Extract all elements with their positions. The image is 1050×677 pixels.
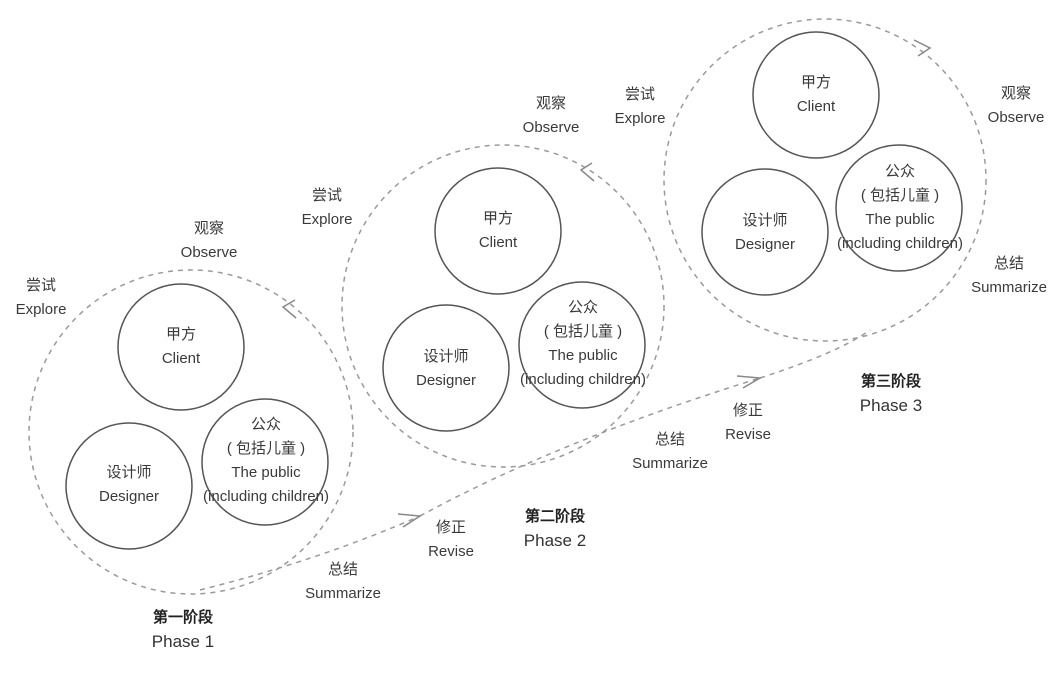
client-label: 甲方 Client bbox=[796, 74, 836, 115]
observe-label: 观察 Observe bbox=[180, 220, 238, 261]
revise-label: 修正 Revise bbox=[428, 519, 474, 560]
explore-label: 尝试 Explore bbox=[15, 277, 67, 318]
phase-3-loop bbox=[663, 18, 987, 342]
client-label: 甲方 Client bbox=[478, 210, 518, 251]
public-circle bbox=[518, 281, 646, 409]
summarize-label: 总结 Summarize bbox=[632, 431, 708, 472]
connector-phase-1-to-2 bbox=[199, 515, 421, 591]
public-circle bbox=[201, 398, 329, 526]
arrow-icon bbox=[397, 513, 423, 528]
revise-label: 修正 Revise bbox=[725, 402, 771, 443]
phase-1-loop bbox=[28, 269, 354, 595]
explore-label: 尝试 Explore bbox=[614, 86, 666, 127]
public-circle bbox=[835, 144, 963, 272]
connector-phase-2-to-3 bbox=[419, 377, 761, 517]
summarize-label: 总结 Summarize bbox=[971, 255, 1047, 296]
arrow-icon bbox=[281, 299, 297, 319]
arrow-icon bbox=[736, 375, 763, 389]
designer-circle bbox=[65, 422, 193, 550]
observe-label: 观察 Observe bbox=[987, 85, 1045, 126]
phase-3-title: 第三阶段 Phase 3 bbox=[859, 373, 923, 415]
public-label: 公众 ( 包括儿童 ) The public (including childr… bbox=[837, 163, 963, 252]
phase-2-title: 第二阶段 Phase 2 bbox=[523, 508, 587, 550]
public-label: 公众 ( 包括儿童 ) The public (including childr… bbox=[520, 299, 646, 388]
designer-label: 设计师 Designer bbox=[415, 348, 477, 389]
designer-circle bbox=[701, 168, 829, 296]
summarize-label: 总结 Summarize bbox=[305, 561, 381, 602]
designer-label: 设计师 Designer bbox=[98, 464, 160, 505]
phase-1-title: 第一阶段 Phase 1 bbox=[151, 609, 215, 651]
observe-label: 观察 Observe bbox=[522, 95, 580, 136]
explore-label: 尝试 Explore bbox=[301, 187, 353, 228]
arrow-icon bbox=[579, 162, 595, 182]
arrow-icon bbox=[913, 39, 932, 57]
public-label: 公众 ( 包括儿童 ) The public (including childr… bbox=[203, 416, 329, 505]
phase-2-loop bbox=[341, 144, 665, 468]
client-circle bbox=[752, 31, 880, 159]
client-circle bbox=[117, 283, 245, 411]
designer-circle bbox=[382, 304, 510, 432]
client-label: 甲方 Client bbox=[161, 326, 201, 367]
designer-label: 设计师 Designer bbox=[734, 212, 796, 253]
connector-phase-3-tail bbox=[759, 329, 871, 379]
client-circle bbox=[434, 167, 562, 295]
